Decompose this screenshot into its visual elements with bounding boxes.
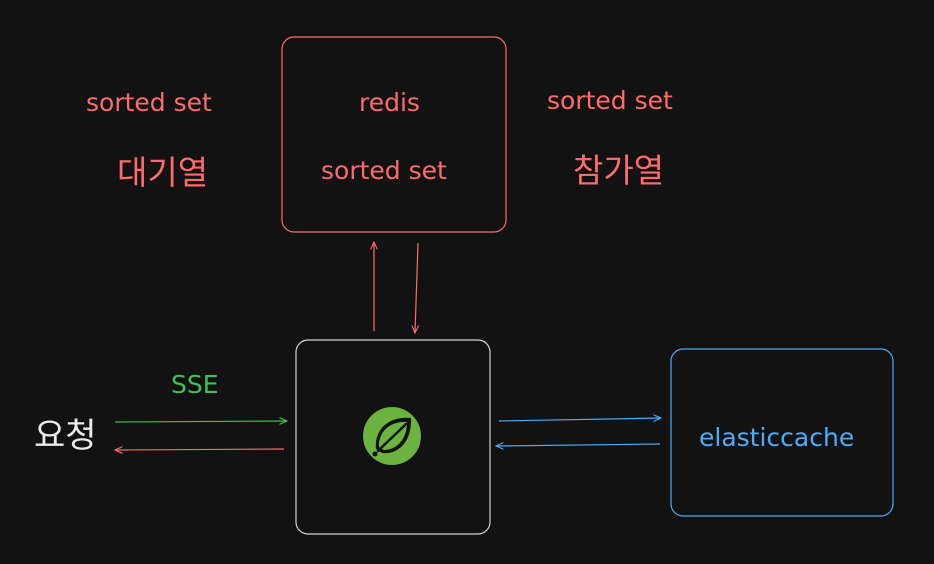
waiting-queue-type-label: sorted set [86, 88, 212, 117]
server-to-elasticcache-arrow [498, 418, 661, 421]
redis-label: redis [359, 88, 420, 117]
request-label: 요청 [34, 416, 97, 456]
elasticcache-box [670, 348, 894, 517]
participant-queue-type-label: sorted set [547, 86, 673, 115]
redis-to-server-arrow [415, 242, 418, 333]
sse-label: SSE [171, 370, 219, 399]
elasticcache-to-server-arrow [496, 444, 661, 446]
elasticcache-label: elasticcache [699, 423, 855, 452]
request-sse-arrow [114, 421, 287, 422]
participant-queue-label: 참가열 [573, 151, 665, 190]
redis-sorted-set-label: sorted set [321, 156, 447, 185]
redis-box [281, 36, 507, 233]
server-box [295, 339, 491, 535]
spring-leaf-icon [363, 407, 421, 465]
waiting-queue-label: 대기열 [117, 153, 209, 192]
response-arrow [115, 449, 285, 450]
